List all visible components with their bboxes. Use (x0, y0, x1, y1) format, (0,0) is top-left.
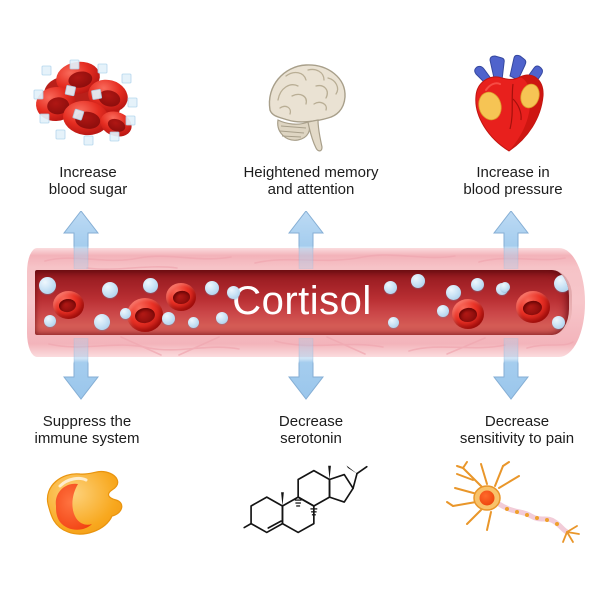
cortisol-molecule (226, 285, 240, 299)
effect-label-blood-sugar: Increase blood sugar (0, 164, 183, 198)
cortisol-molecule (470, 277, 484, 291)
cortisol-molecule (205, 281, 219, 295)
up-arrow (63, 211, 99, 269)
label-line: blood sugar (48, 180, 128, 198)
axon-nodes (505, 507, 559, 526)
cortisol-molecule (411, 274, 425, 288)
label-line: sensitivity to pain (459, 429, 575, 447)
dendrites (446, 461, 520, 531)
cortisol-molecule (119, 307, 131, 319)
effect-label-memory: Heightened memory and attention (216, 164, 406, 198)
down-arrow (63, 338, 99, 400)
red-blood-cell (52, 290, 84, 320)
cortisol-molecule (38, 276, 56, 294)
cortisol-molecule (102, 282, 118, 298)
label-line: Decrease (484, 413, 550, 430)
label-line: and attention (267, 180, 355, 198)
effect-label-serotonin: Decrease serotonin (216, 413, 406, 447)
steroid-molecule-icon (241, 453, 371, 555)
rbc-center (522, 299, 544, 317)
cortisol-molecule (445, 284, 461, 300)
macrophage-core (55, 483, 92, 530)
brain-cerebellum (277, 119, 311, 141)
macrophage-highlight (58, 476, 88, 488)
label-line: immune system (34, 429, 140, 447)
label-line: blood pressure (463, 180, 563, 198)
label-line: Suppress the (42, 413, 132, 430)
cerebellum-stripes (279, 125, 307, 138)
up-arrow (493, 211, 529, 269)
down-arrow (288, 338, 324, 400)
neuron-nucleus (479, 490, 495, 506)
cortisol-molecule (44, 315, 56, 327)
blood-sugar-icon (28, 56, 140, 150)
down-arrow (493, 338, 529, 400)
heart-icon (466, 54, 552, 154)
methyl-wedges (281, 465, 357, 506)
effect-label-immune-system: Suppress the immune system (0, 413, 182, 447)
cortisol-molecule (500, 282, 510, 292)
heart-atria (478, 83, 540, 121)
cortisol-molecule (383, 280, 397, 294)
cortisol-molecule (437, 305, 449, 317)
cortisol-molecule (187, 316, 199, 328)
cortisol-molecule (216, 312, 228, 324)
effect-label-blood-pressure: Increase in blood pressure (418, 164, 608, 198)
rbc-center (458, 306, 478, 323)
red-blood-cell (166, 283, 196, 311)
immune-cell-icon (36, 464, 128, 542)
cortisol-molecule (387, 316, 399, 328)
label-line: Increase in (476, 164, 550, 181)
brain-stem (307, 119, 323, 152)
steroid-skeleton (243, 465, 368, 534)
label-line: Heightened memory (243, 164, 379, 181)
red-blood-cell (127, 298, 163, 332)
rbc-center (171, 290, 191, 306)
cortisol-molecule (161, 311, 175, 325)
rbc-center (58, 298, 78, 314)
heart-highlight (485, 82, 501, 91)
cortisol-molecule (553, 274, 569, 292)
label-line: Increase (59, 164, 117, 181)
stereo-hashes (294, 499, 318, 516)
vessel-title: Cortisol (232, 278, 372, 323)
label-line: serotonin (280, 429, 342, 447)
cortisol-molecule (551, 315, 565, 329)
sugar-cubes (33, 59, 138, 146)
neuron-icon (443, 458, 583, 548)
red-blood-cell (516, 291, 550, 323)
label-line: Decrease (278, 413, 344, 430)
axon-myelin (496, 501, 570, 535)
brain-icon (256, 52, 354, 160)
effect-label-pain-sensitivity: Decrease sensitivity to pain (422, 413, 612, 447)
rbc-center (133, 307, 157, 325)
coronary-vessels (509, 83, 522, 130)
brain-gyri (277, 68, 339, 115)
up-arrow (288, 211, 324, 269)
cortisol-molecule (142, 277, 158, 293)
cortisol-molecule (94, 314, 110, 330)
axon-terminals (562, 525, 580, 543)
vessel-lumen: Cortisol (35, 270, 572, 335)
red-blood-cell (452, 299, 484, 329)
